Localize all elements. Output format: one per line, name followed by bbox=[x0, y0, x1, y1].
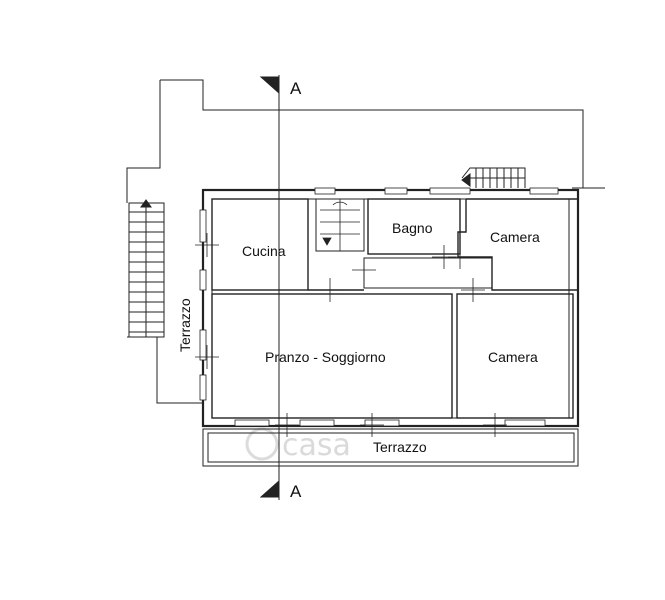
terrace-label-side: Terrazzo bbox=[177, 298, 193, 352]
top-stair-arrow-icon bbox=[461, 173, 471, 187]
room-label-camera-1: Camera bbox=[490, 229, 540, 245]
windows bbox=[199, 187, 559, 427]
top-stair bbox=[461, 167, 526, 188]
outer-walls bbox=[201, 188, 580, 428]
room-label-cucina: Cucina bbox=[242, 243, 286, 259]
room-label-camera-2: Camera bbox=[488, 349, 538, 365]
interior-stair-arrow-down-icon bbox=[322, 237, 332, 246]
cross-marks bbox=[195, 233, 507, 437]
interior-stair bbox=[320, 199, 360, 251]
section-arrow-bottom-icon bbox=[259, 479, 280, 498]
stair-arrow-up-icon bbox=[140, 199, 152, 208]
section-line bbox=[259, 75, 280, 500]
front-terrace bbox=[202, 428, 579, 467]
watermark: casa bbox=[245, 427, 351, 463]
section-label-top: A bbox=[290, 79, 302, 98]
terrace-label-front: Terrazzo bbox=[373, 439, 427, 455]
room-label-bagno: Bagno bbox=[392, 220, 433, 236]
side-stair bbox=[128, 199, 165, 338]
section-label-bottom: A bbox=[290, 482, 302, 501]
room-label-pranzo-soggiorno: Pranzo - Soggiorno bbox=[265, 349, 386, 365]
section-arrow-top-icon bbox=[259, 76, 280, 95]
watermark-text: casa bbox=[282, 428, 351, 463]
